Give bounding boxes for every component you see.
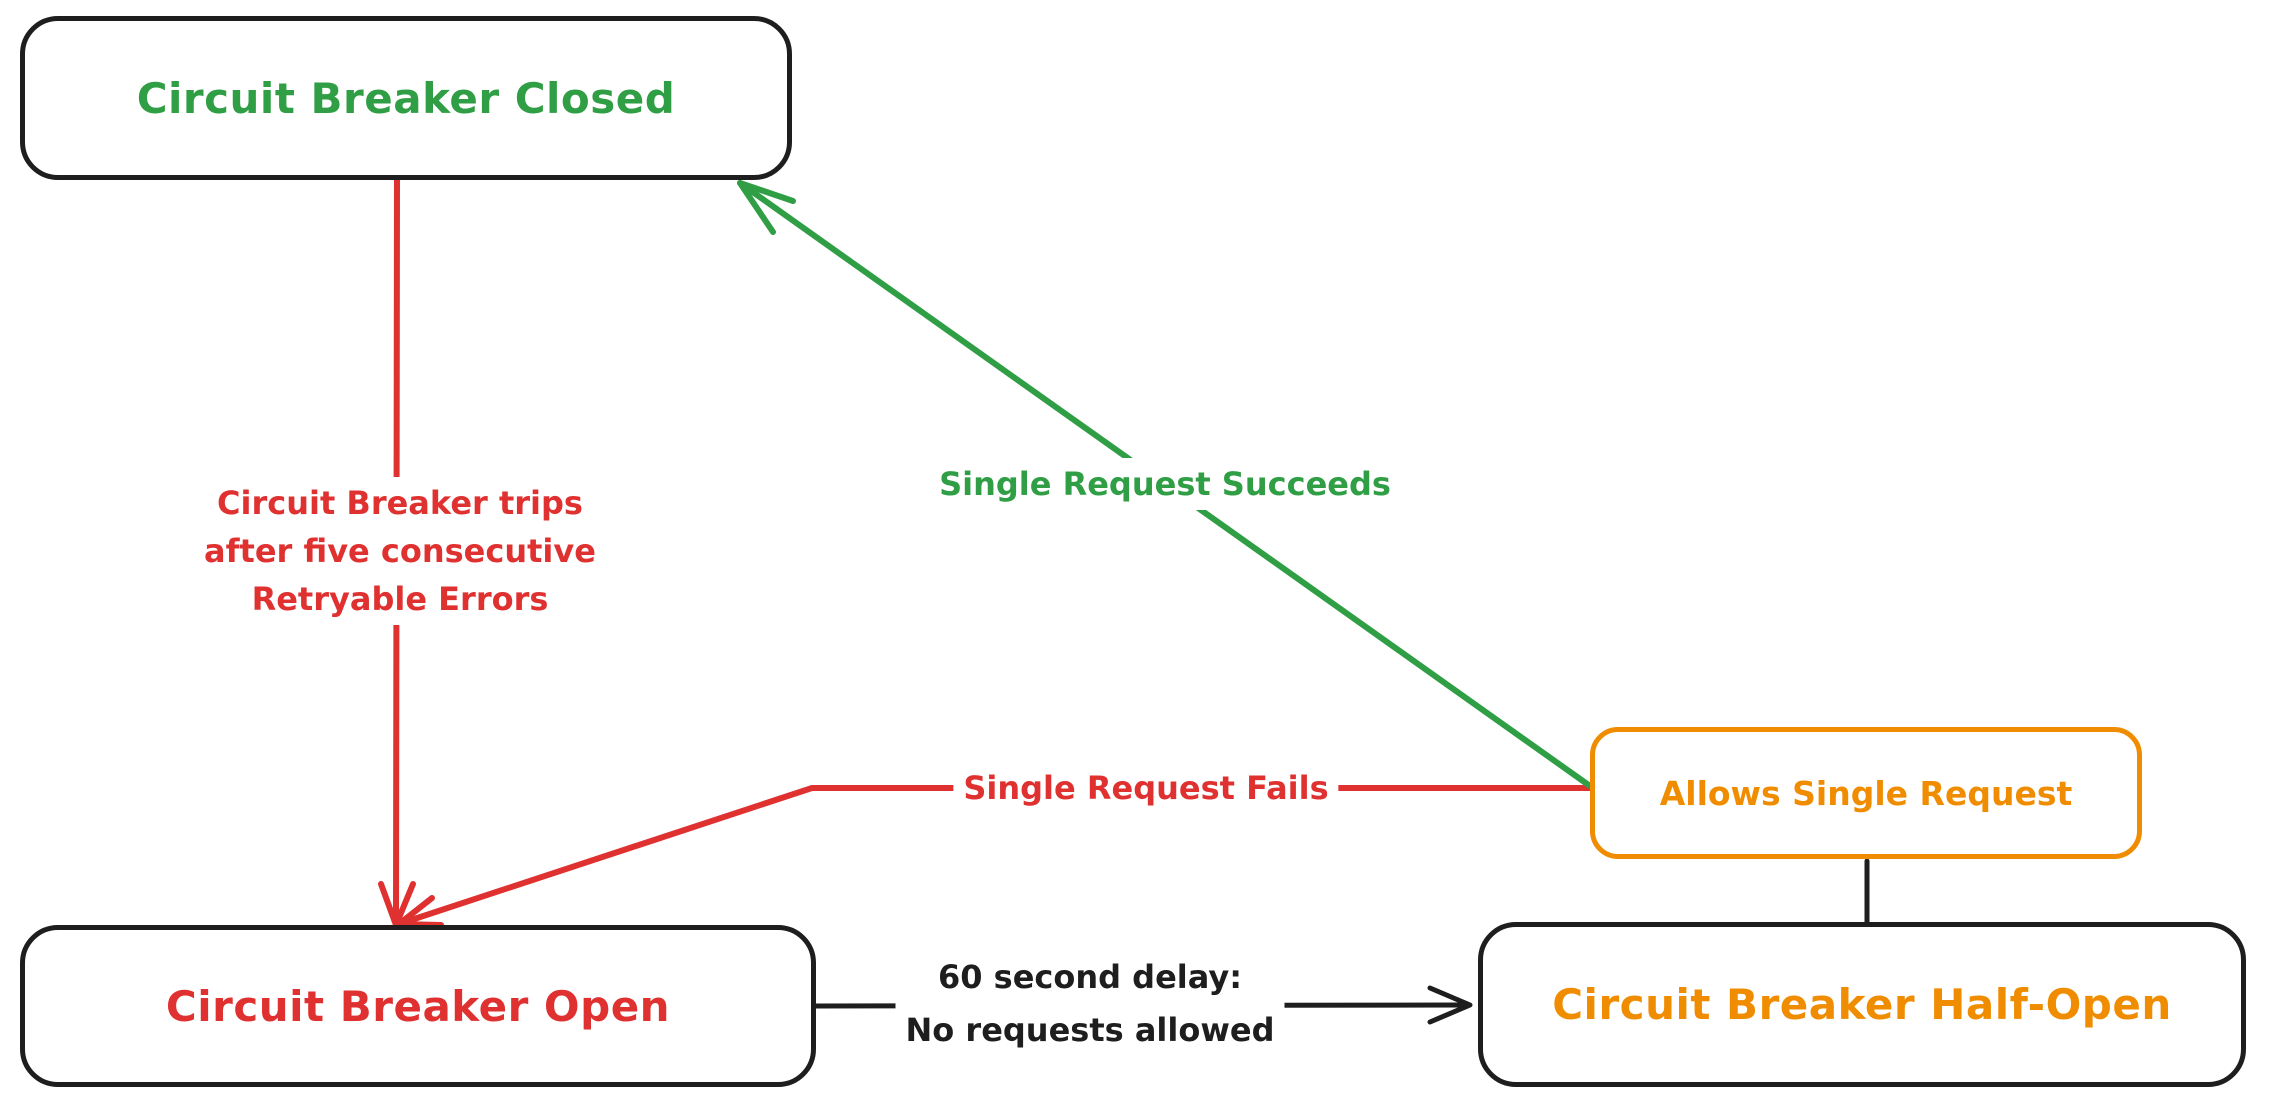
state-closed-box: Circuit Breaker Closed (20, 16, 792, 180)
allows-single-request-label: Allows Single Request (1659, 773, 2073, 813)
state-open-label: Circuit Breaker Open (165, 981, 671, 1031)
allows-single-request-box: Allows Single Request (1590, 727, 2142, 859)
state-closed-label: Circuit Breaker Closed (136, 73, 676, 123)
edge-trip-label-line3: Retryable Errors (251, 580, 549, 618)
edge-succeeds-arrowhead (737, 180, 796, 235)
state-half-open-box: Circuit Breaker Half-Open (1478, 922, 2246, 1087)
edge-trip-label: Circuit Breaker trips after five consecu… (194, 477, 606, 625)
edge-fails-arrowhead (396, 895, 444, 928)
edge-trip-label-line2: after five consecutive (204, 532, 596, 570)
edge-delay-label: 60 second delay: No requests allowed (895, 949, 1285, 1059)
edge-delay-label-line2: No requests allowed (905, 1011, 1275, 1049)
edge-delay-label-line1: 60 second delay: (937, 958, 1243, 996)
state-open-box: Circuit Breaker Open (20, 925, 816, 1087)
edge-fails-label: Single Request Fails (953, 762, 1339, 814)
state-half-open-label: Circuit Breaker Half-Open (1552, 980, 2172, 1029)
edge-trip-label-line1: Circuit Breaker trips (217, 484, 583, 522)
edge-delay-arrowhead (1427, 985, 1473, 1025)
edge-succeeds-label: Single Request Succeeds (929, 458, 1401, 510)
